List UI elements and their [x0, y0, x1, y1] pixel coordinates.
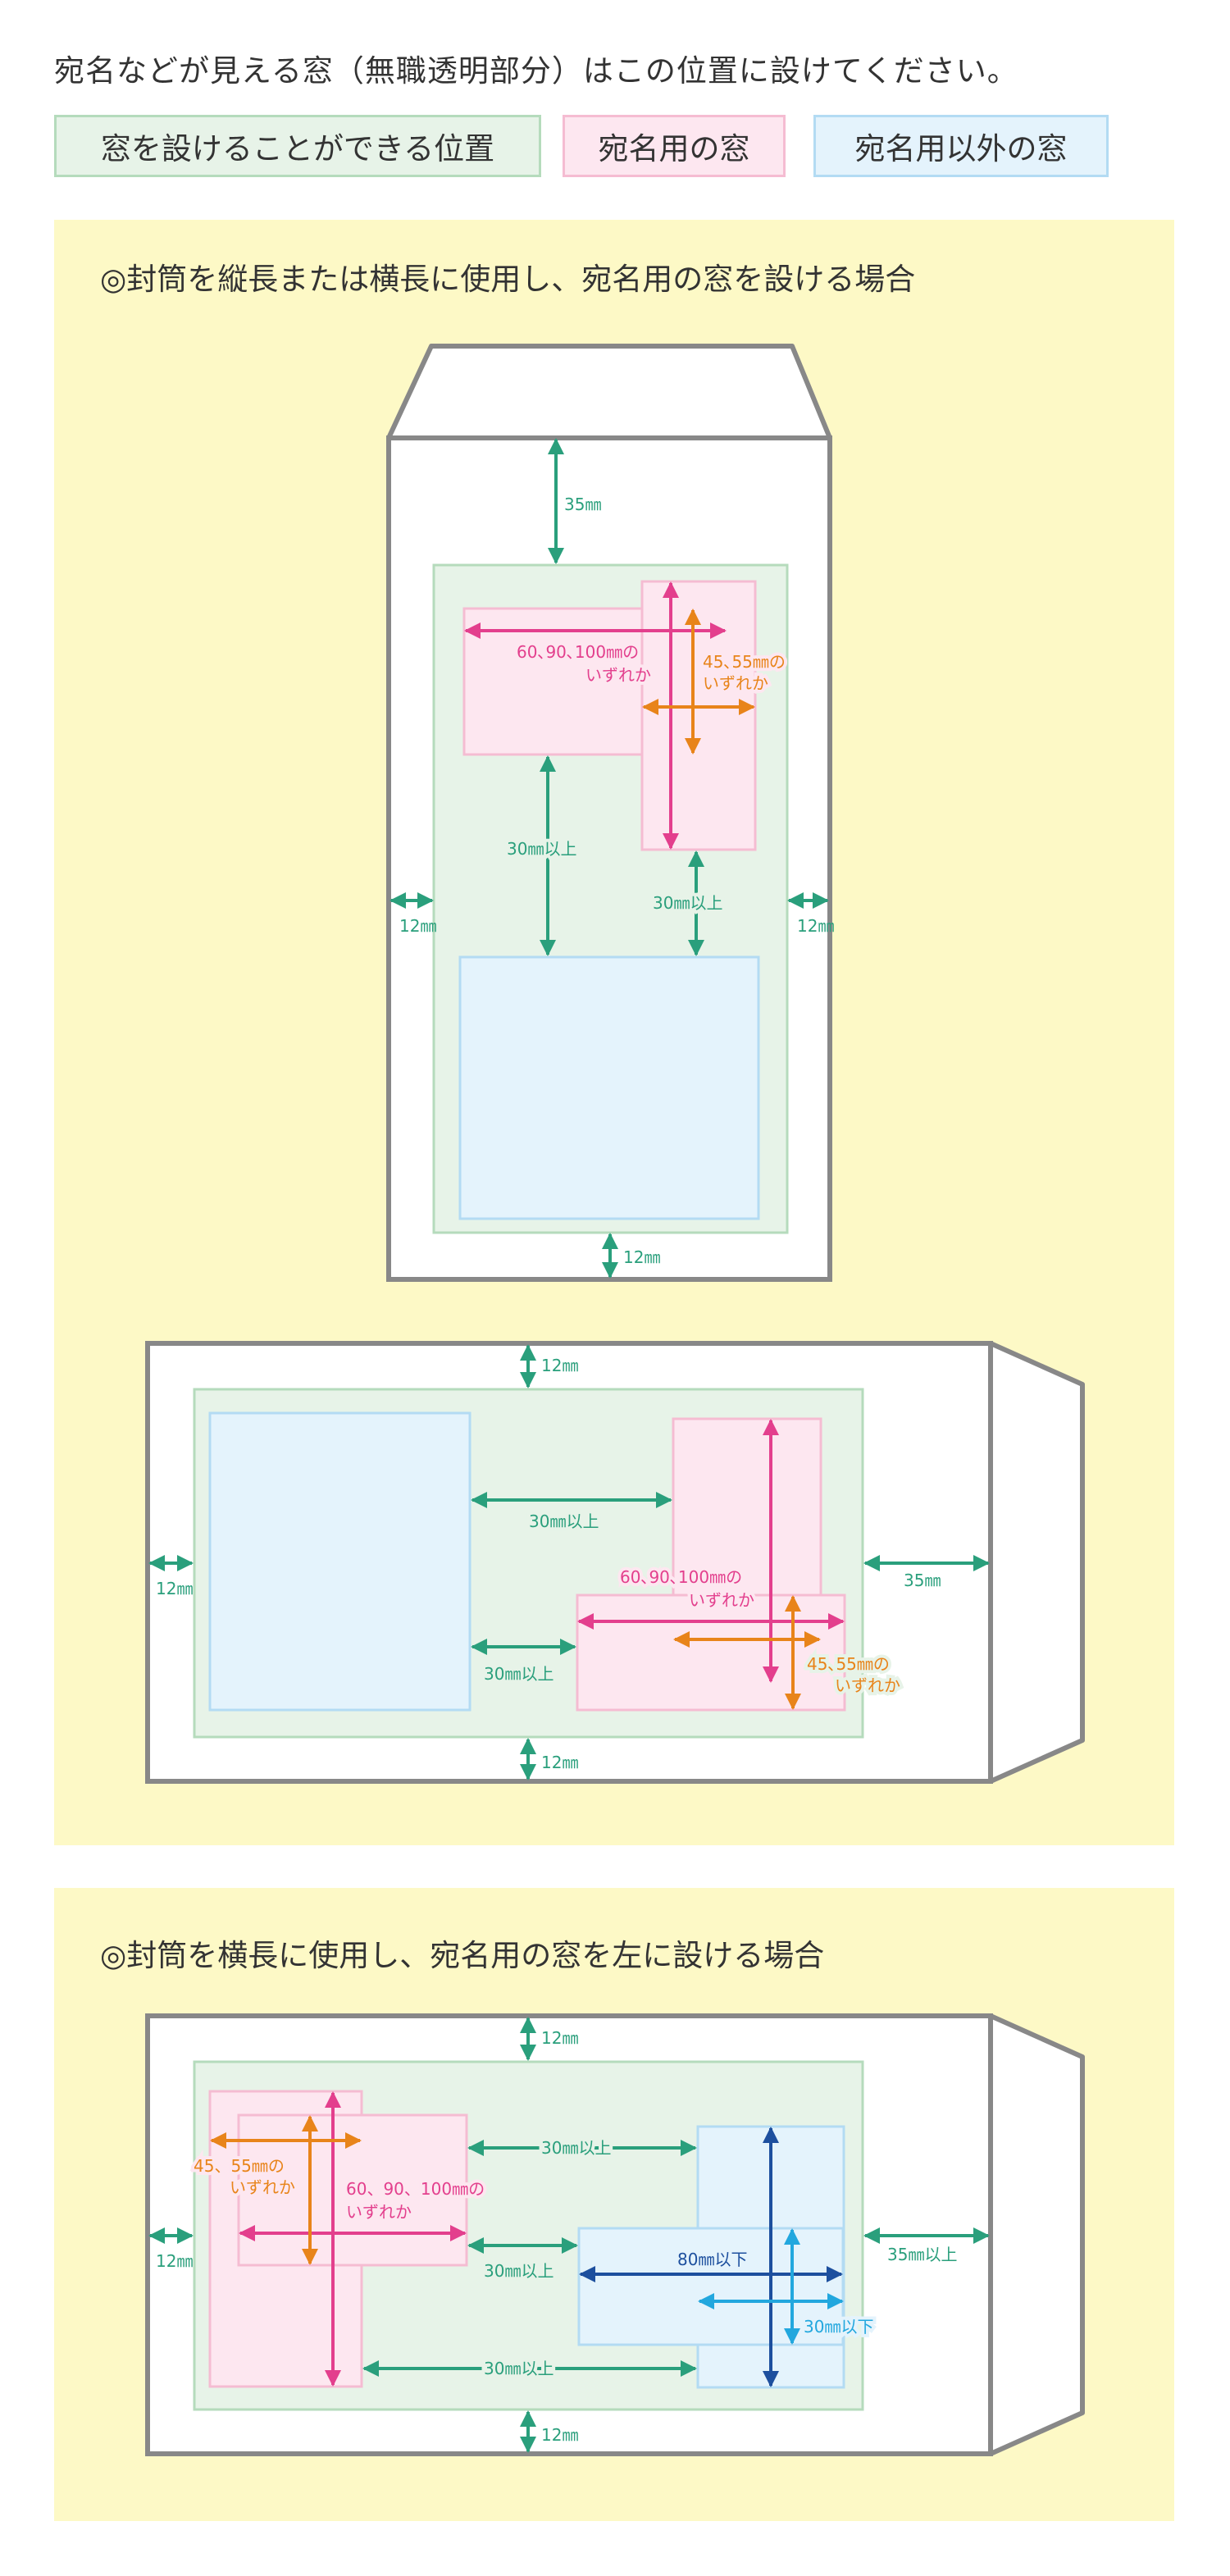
- left-window-label-35mm: 35㎜以上: [887, 2245, 957, 2264]
- legend-address-window: 宛名用の窓: [563, 115, 786, 177]
- horizontal-label-length-options: 60､90､100㎜の: [620, 1567, 742, 1587]
- left-window-label-length-options: 60、90、100㎜の: [346, 2179, 485, 2199]
- legend-address-window-label: 宛名用の窓: [598, 131, 750, 166]
- vertical-label-30mm-left: 30㎜以上: [507, 839, 576, 859]
- horizontal-envelope: 12㎜ 12㎜ 12㎜ 35㎜ 30㎜以上 30㎜以上 60､90､100㎜の …: [145, 1341, 1085, 1784]
- horizontal-label-12mm-bottom: 12㎜: [541, 1753, 578, 1772]
- heading: 宛名などが見える窓（無職透明部分）はこの位置に設けてください。: [54, 53, 1018, 89]
- horizontal-label-35mm: 35㎜: [904, 1571, 941, 1590]
- left-window-label-30mm-middle: 30㎜以上: [484, 2261, 554, 2281]
- left-window-envelope: 12㎜ 12㎜ 12㎜ 35㎜以上 30㎜以上 30㎜以上 30㎜以上 45、5…: [145, 2013, 1085, 2456]
- horizontal-label-width-either: いずれか: [835, 1676, 900, 1695]
- vertical-address-window-vertical: [640, 580, 757, 851]
- section-1-title: ◎封筒を縦長または横長に使用し、宛名用の窓を設ける場合: [100, 262, 916, 297]
- vertical-label-30mm-right: 30㎜以上: [653, 893, 722, 913]
- left-window-label-length-either: いずれか: [346, 2202, 412, 2222]
- horizontal-envelope-flap: [988, 1341, 1085, 1784]
- vertical-label-width-either: いずれか: [703, 673, 768, 693]
- horizontal-label-12mm-left: 12㎜: [156, 1579, 193, 1598]
- horizontal-label-30mm-bottom: 30㎜以上: [484, 1664, 554, 1684]
- left-window-label-12mm-left: 12㎜: [156, 2251, 193, 2271]
- legend-other-window-label: 宛名用以外の窓: [854, 131, 1068, 166]
- vertical-label-12mm-right: 12㎜: [797, 916, 834, 936]
- left-window-label-12mm-top: 12㎜: [541, 2028, 578, 2048]
- vertical-envelope: 35㎜ 12㎜ 12㎜ 12㎜ 30㎜以上 30㎜以上 60､90､100㎜の …: [386, 344, 834, 1282]
- horizontal-label-12mm-top: 12㎜: [541, 1356, 578, 1375]
- vertical-label-length-either: いずれか: [585, 665, 651, 685]
- horizontal-address-window-horizontal: [576, 1593, 846, 1712]
- vertical-label-12mm-left: 12㎜: [399, 916, 436, 936]
- left-window-label-30mm-bottom: 30㎜以上: [484, 2359, 554, 2378]
- horizontal-label-30mm-top: 30㎜以上: [529, 1511, 599, 1531]
- left-window-label-width-either: いずれか: [230, 2177, 295, 2197]
- left-window-label-max30: 30㎜以下: [804, 2317, 873, 2337]
- legend-other-window: 宛名用以外の窓: [813, 115, 1109, 177]
- horizontal-other-window: [208, 1411, 472, 1712]
- horizontal-label-length-either: いずれか: [689, 1590, 754, 1610]
- legend-allowed-area: 窓を設けることができる位置: [54, 115, 541, 177]
- vertical-label-width-options: 45､55㎜の: [703, 652, 786, 672]
- vertical-label-12mm-bottom: 12㎜: [623, 1247, 660, 1267]
- vertical-label-length-options: 60､90､100㎜の: [517, 642, 639, 662]
- left-window-label-width-options: 45、55㎜の: [194, 2156, 285, 2176]
- legend-allowed-area-label: 窓を設けることができる位置: [100, 131, 495, 166]
- vertical-envelope-flap: [386, 344, 832, 440]
- vertical-label-35mm: 35㎜: [564, 495, 601, 514]
- horizontal-label-width-options: 45､55㎜の: [807, 1654, 890, 1674]
- left-window-label-max80: 80㎜以下: [677, 2250, 747, 2269]
- left-window-label-12mm-bottom: 12㎜: [541, 2425, 578, 2445]
- left-window-label-30mm-top: 30㎜以上: [541, 2138, 611, 2158]
- left-window-envelope-flap: [988, 2013, 1085, 2456]
- section-2-title: ◎封筒を横長に使用し、宛名用の窓を左に設ける場合: [100, 1938, 825, 1973]
- vertical-other-window: [458, 955, 760, 1220]
